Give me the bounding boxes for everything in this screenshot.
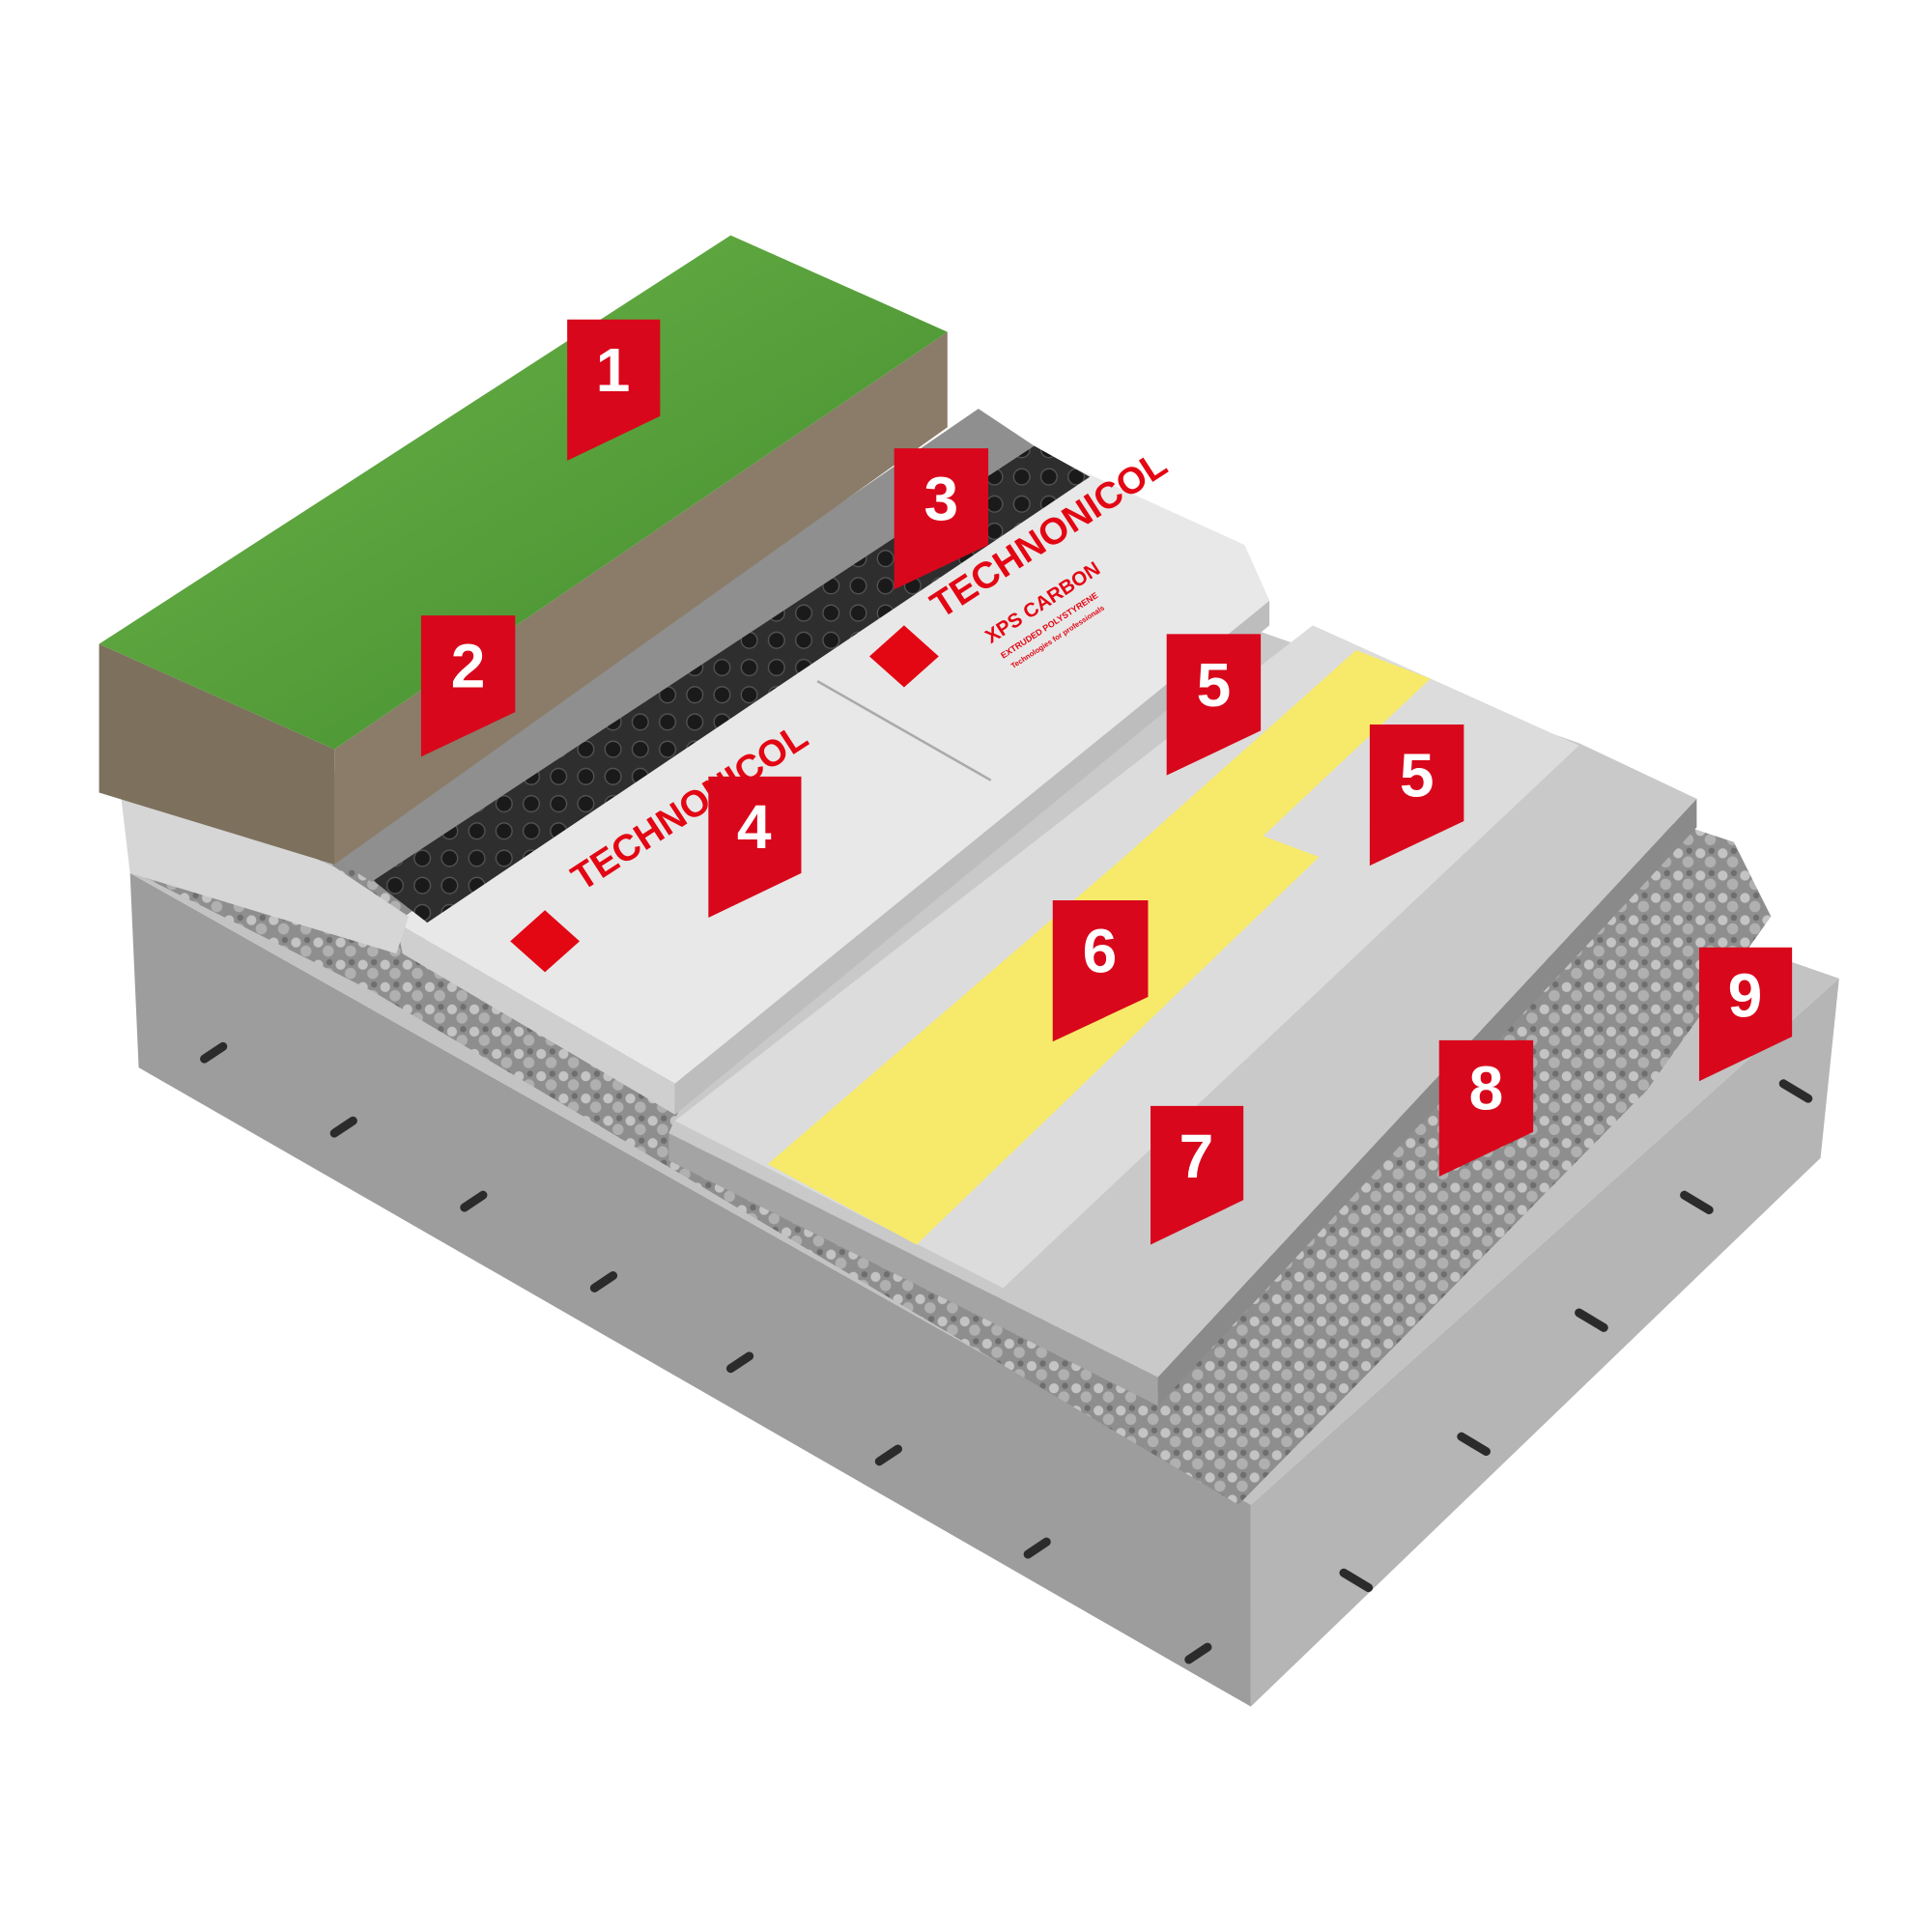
grass-soil-block xyxy=(99,235,948,865)
marker-label: 6 xyxy=(1083,916,1118,985)
marker-9[interactable]: 9 xyxy=(1698,947,1793,1082)
marker-label: 1 xyxy=(596,335,631,405)
marker-1[interactable]: 1 xyxy=(567,319,661,461)
technonicol-logo xyxy=(510,625,939,973)
marker-5b[interactable]: 5 xyxy=(1369,724,1464,867)
marker-label: 7 xyxy=(1179,1122,1214,1191)
marker-2[interactable]: 2 xyxy=(420,615,516,757)
marker-6[interactable]: 6 xyxy=(1052,900,1149,1042)
marker-4[interactable]: 4 xyxy=(708,776,802,918)
marker-5a[interactable]: 5 xyxy=(1166,634,1262,776)
geotextile-layer xyxy=(327,409,1035,882)
marker-label: 5 xyxy=(1197,650,1232,720)
marker-label: 3 xyxy=(924,464,959,533)
marker-label: 4 xyxy=(737,792,772,862)
marker-label: 5 xyxy=(1400,740,1435,810)
rebar-ends xyxy=(200,1041,1813,1664)
marker-7[interactable]: 7 xyxy=(1151,1105,1244,1245)
marker-label: 2 xyxy=(451,632,486,701)
marker-label: 8 xyxy=(1469,1054,1504,1123)
marker-label: 9 xyxy=(1728,961,1763,1031)
marker-3[interactable]: 3 xyxy=(894,448,989,590)
marker-8[interactable]: 8 xyxy=(1438,1039,1534,1177)
